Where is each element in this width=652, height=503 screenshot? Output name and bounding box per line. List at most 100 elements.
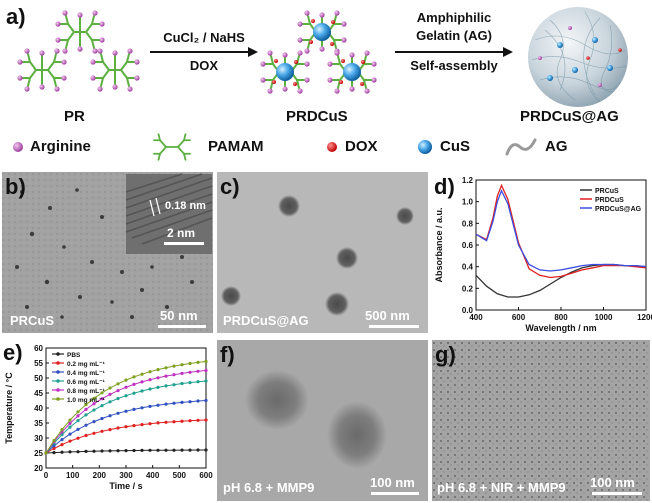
panel-letter-c: c) — [220, 174, 240, 199]
y-tick-label: 0.4 — [462, 263, 474, 272]
series-point — [84, 449, 88, 453]
scalebar-c — [369, 325, 419, 328]
series-point — [204, 448, 208, 452]
series-point — [100, 404, 104, 408]
legend-marker — [56, 361, 60, 365]
series-point — [92, 396, 96, 400]
series-point — [172, 401, 176, 405]
x-tick-label: 500 — [173, 471, 187, 480]
tem-image-c: PRDCuS@AG 500 nm — [217, 172, 428, 333]
series-point — [148, 370, 152, 374]
series-point — [172, 383, 176, 387]
panel-letter-d: d) — [434, 174, 455, 199]
series-point — [172, 373, 176, 377]
series-point — [116, 426, 120, 430]
series-point — [68, 450, 72, 454]
series-point — [132, 382, 136, 386]
scale-label-g: 100 nm — [590, 475, 635, 490]
y-tick-label: 50 — [34, 374, 43, 383]
legend-marker — [56, 352, 60, 356]
series-point — [156, 376, 160, 380]
series-point — [156, 368, 160, 372]
scale-label-c: 500 nm — [365, 308, 410, 323]
series-point — [204, 398, 208, 403]
legend-label: 0.4 mg mL⁻¹ — [67, 370, 105, 377]
series-point — [188, 370, 192, 374]
series-point — [140, 372, 144, 376]
legend-label: PRDCuS@AG — [595, 206, 642, 213]
series-point — [84, 433, 88, 438]
series-point — [108, 400, 112, 404]
series-point — [132, 391, 136, 395]
series-point — [140, 406, 144, 410]
cus-icon — [418, 140, 432, 154]
series-point — [156, 403, 160, 407]
series-point — [100, 397, 104, 401]
y-tick-label: 1.2 — [462, 176, 474, 185]
y-axis-label: Temperature / °C — [4, 372, 14, 444]
panel-letter-f: f) — [220, 342, 235, 367]
series-point — [196, 399, 200, 403]
series-point — [148, 378, 152, 382]
legend-marker — [56, 397, 60, 401]
series-point — [188, 400, 192, 404]
series-line-2 — [475, 189, 647, 272]
y-tick-label: 0.2 — [462, 284, 474, 293]
legend-label: PRDCuS — [595, 197, 624, 204]
series-point — [52, 451, 56, 455]
x-tick-label: 800 — [554, 313, 568, 322]
legend-label: 0.8 mg mL⁻¹ — [67, 388, 105, 395]
series-point — [180, 371, 184, 375]
series-point — [92, 420, 96, 424]
series-point — [116, 411, 120, 415]
x-tick-label: 100 — [66, 471, 80, 480]
series-point — [68, 439, 72, 443]
series-point — [196, 418, 200, 422]
x-tick-label: 1000 — [595, 313, 613, 322]
series-point — [204, 368, 208, 373]
series-point — [100, 391, 104, 395]
caption-c: PRDCuS@AG — [223, 313, 309, 328]
x-tick-label: 600 — [199, 471, 213, 480]
series-point — [84, 407, 88, 411]
series-point — [92, 431, 96, 435]
series-point — [108, 428, 112, 432]
series-point — [164, 448, 168, 452]
y-tick-label: 40 — [34, 404, 43, 413]
series-point — [188, 448, 192, 452]
label-prdcus: PRDCuS — [286, 108, 348, 125]
series-point — [92, 408, 96, 412]
series-point — [92, 402, 96, 406]
series-point — [132, 424, 136, 428]
absorbance-chart: 400600800100012000.00.20.40.60.81.01.2Wa… — [434, 176, 652, 333]
tem-image-f: pH 6.8 + MMP9 100 nm — [217, 340, 428, 501]
series-point — [148, 387, 152, 391]
series-point — [140, 423, 144, 427]
series-point — [76, 450, 80, 454]
series-point — [76, 436, 80, 440]
legend-ag: AG — [545, 138, 568, 155]
series-point — [204, 359, 208, 364]
dox-icon — [327, 142, 337, 152]
series-point — [196, 360, 200, 364]
pamam-icon — [153, 133, 191, 161]
arrow2-line1-text: Amphiphilic — [416, 10, 492, 25]
series-point — [60, 438, 64, 442]
legend-dox: DOX — [345, 138, 378, 155]
x-axis-label: Time / s — [109, 481, 142, 491]
scale-label-b: 50 nm — [160, 308, 198, 323]
series-point — [100, 449, 104, 453]
inset-scale-label: 2 nm — [167, 226, 196, 240]
tem-image-g: pH 6.8 + NIR + MMP9 100 nm — [432, 340, 650, 501]
arrow-2-icon — [395, 47, 513, 57]
arrow-1-icon — [150, 47, 258, 57]
series-point — [148, 448, 152, 452]
pr-dendrimer-group — [16, 9, 141, 93]
series-point — [76, 414, 80, 418]
series-point — [124, 409, 128, 413]
series-point — [164, 420, 168, 424]
arrow2-line2-text: Gelatin (AG) — [416, 28, 492, 43]
series-point — [156, 421, 160, 425]
x-tick-label: 0 — [44, 471, 49, 480]
